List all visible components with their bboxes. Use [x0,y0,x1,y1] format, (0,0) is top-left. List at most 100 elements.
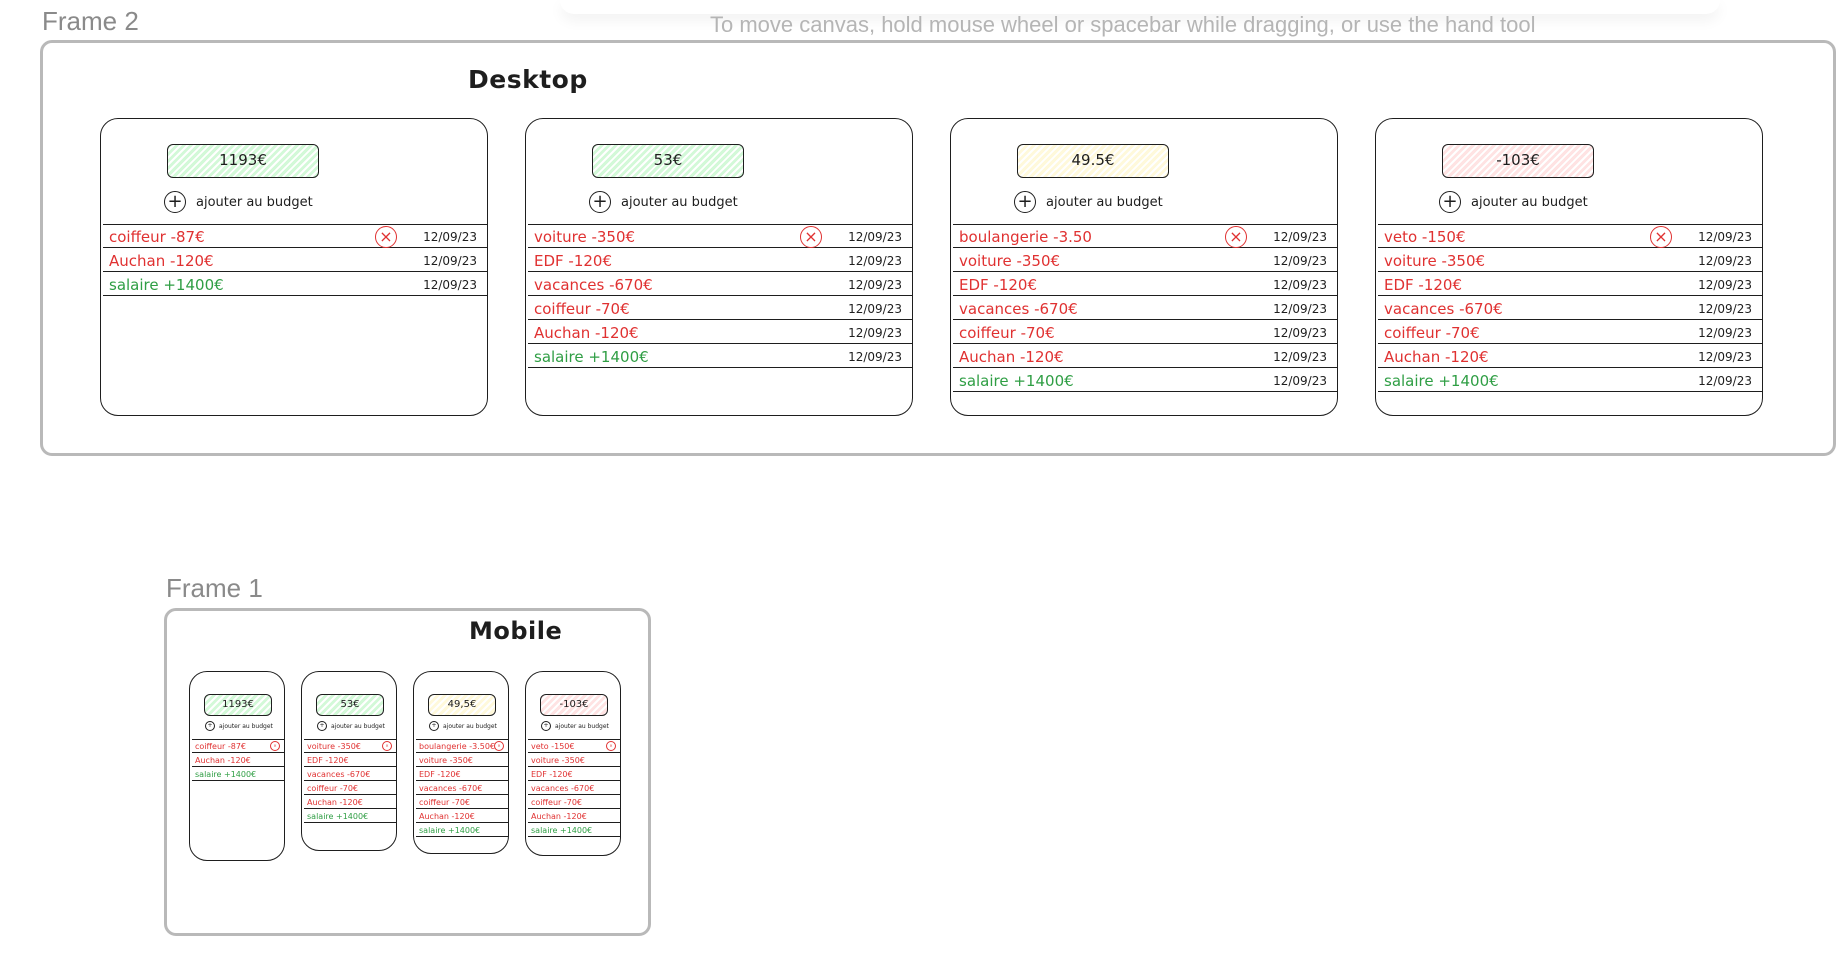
transaction-date: 12/09/23 [1273,230,1327,244]
transaction-row[interactable]: voiture -350€× [304,739,396,753]
transaction-date: 12/09/23 [423,278,477,292]
delete-icon[interactable]: × [494,741,504,751]
delete-icon[interactable]: × [270,741,280,751]
transaction-label: EDF -120€ [959,276,1038,294]
transaction-row[interactable]: EDF -120€ [304,753,396,767]
transaction-row[interactable]: Auchan -120€ [304,795,396,809]
transaction-row[interactable]: voiture -350€12/09/23 [953,248,1337,272]
transaction-row[interactable]: vacances -670€12/09/23 [953,296,1337,320]
transaction-row[interactable]: coiffeur -70€ [304,781,396,795]
transaction-row[interactable]: EDF -120€ [416,767,508,781]
plus-circle-icon: + [317,721,327,731]
transaction-row[interactable]: EDF -120€12/09/23 [528,248,912,272]
delete-icon[interactable]: × [606,741,616,751]
delete-icon[interactable]: × [1225,226,1247,248]
transaction-row[interactable]: EDF -120€12/09/23 [1378,272,1762,296]
transaction-row[interactable]: voiture -350€12/09/23 [1378,248,1762,272]
transaction-row[interactable]: coiffeur -70€12/09/23 [953,320,1337,344]
transaction-label: salaire +1400€ [534,348,649,366]
transaction-label: Auchan -120€ [959,348,1064,366]
transaction-row[interactable]: vacances -670€ [416,781,508,795]
transaction-row[interactable]: veto -150€× [528,739,620,753]
transaction-row[interactable]: voiture -350€ [528,753,620,767]
transaction-label: coiffeur -70€ [419,798,471,807]
transaction-date: 12/09/23 [1273,326,1327,340]
add-to-budget-button[interactable]: +ajouter au budget [205,721,273,731]
transaction-row[interactable]: vacances -670€ [528,781,620,795]
transaction-row[interactable]: salaire +1400€12/09/23 [103,272,487,296]
transaction-date: 12/09/23 [1698,278,1752,292]
transaction-row[interactable]: Auchan -120€ [416,809,508,823]
add-to-budget-button[interactable]: +ajouter au budget [589,191,738,213]
transaction-row[interactable]: coiffeur -70€ [528,795,620,809]
transaction-list: veto -150€12/09/23×voiture -350€12/09/23… [1378,224,1762,392]
delete-icon[interactable]: × [382,741,392,751]
add-to-budget-button[interactable]: +ajouter au budget [1014,191,1163,213]
transaction-label: coiffeur -87€ [109,228,205,246]
delete-icon[interactable]: × [800,226,822,248]
add-to-budget-button[interactable]: + ajouter au budget [164,191,313,213]
transaction-row[interactable]: Auchan -120€12/09/23 [103,248,487,272]
transaction-label: EDF -120€ [419,770,461,779]
transaction-row[interactable]: boulangerie -3.50€× [416,739,508,753]
transaction-row[interactable]: boulangerie -3.50 12/09/23 × [953,224,1337,248]
plus-circle-icon: + [589,191,611,213]
transaction-row[interactable]: coiffeur -87€ × [192,739,284,753]
delete-icon[interactable]: × [1650,226,1672,248]
transaction-row[interactable]: Auchan -120€12/09/23 [528,320,912,344]
add-to-budget-label: ajouter au budget [219,722,273,730]
transaction-row[interactable]: coiffeur -70€12/09/23 [528,296,912,320]
transaction-label: vacances -670€ [531,784,595,793]
transaction-date: 12/09/23 [1698,374,1752,388]
transaction-row[interactable]: vacances -670€ [304,767,396,781]
transaction-label: boulangerie -3.50 [959,228,1092,246]
transaction-row[interactable]: coiffeur -70€12/09/23 [1378,320,1762,344]
transaction-row[interactable]: Auchan -120€12/09/23 [1378,344,1762,368]
transaction-label: Auchan -120€ [419,812,475,821]
transaction-row[interactable]: coiffeur -70€ [416,795,508,809]
transaction-date: 12/09/23 [1698,230,1752,244]
transaction-row[interactable]: Auchan -120€12/09/23 [953,344,1337,368]
add-to-budget-button[interactable]: +ajouter au budget [541,721,609,731]
transaction-row[interactable]: salaire +1400€ [192,767,284,781]
transaction-row[interactable]: salaire +1400€ [416,823,508,837]
transaction-label: coiffeur -87€ [195,742,247,751]
transaction-row[interactable]: EDF -120€12/09/23 [953,272,1337,296]
frame-2-label[interactable]: Frame 2 [42,6,139,36]
transaction-row[interactable]: EDF -120€ [528,767,620,781]
transaction-date: 12/09/23 [423,230,477,244]
transaction-row[interactable]: salaire +1400€12/09/23 [953,368,1337,392]
transaction-date: 12/09/23 [1273,254,1327,268]
delete-icon[interactable]: × [375,226,397,248]
add-to-budget-label: ajouter au budget [196,194,313,210]
transaction-row[interactable]: salaire +1400€12/09/23 [528,344,912,368]
transaction-label: voiture -350€ [1384,252,1486,270]
plus-circle-icon: + [541,721,551,731]
transaction-row[interactable]: salaire +1400€12/09/23 [1378,368,1762,392]
add-to-budget-button[interactable]: +ajouter au budget [1439,191,1588,213]
add-to-budget-button[interactable]: +ajouter au budget [429,721,497,731]
transaction-row[interactable]: Auchan -120€ [192,753,284,767]
transaction-row[interactable]: salaire +1400€ [304,809,396,823]
transaction-row[interactable]: Auchan -120€ [528,809,620,823]
transaction-row[interactable]: voiture -350€ [416,753,508,767]
transaction-row[interactable]: vacances -670€12/09/23 [1378,296,1762,320]
transaction-row[interactable]: coiffeur -87€ 12/09/23 × [103,224,487,248]
add-to-budget-button[interactable]: +ajouter au budget [317,721,385,731]
transaction-row[interactable]: veto -150€12/09/23× [1378,224,1762,248]
transaction-row[interactable]: salaire +1400€ [528,823,620,837]
transaction-row[interactable]: voiture -350€12/09/23× [528,224,912,248]
transaction-row[interactable]: vacances -670€12/09/23 [528,272,912,296]
plus-circle-icon: + [164,191,186,213]
frame-1-label[interactable]: Frame 1 [166,573,263,603]
